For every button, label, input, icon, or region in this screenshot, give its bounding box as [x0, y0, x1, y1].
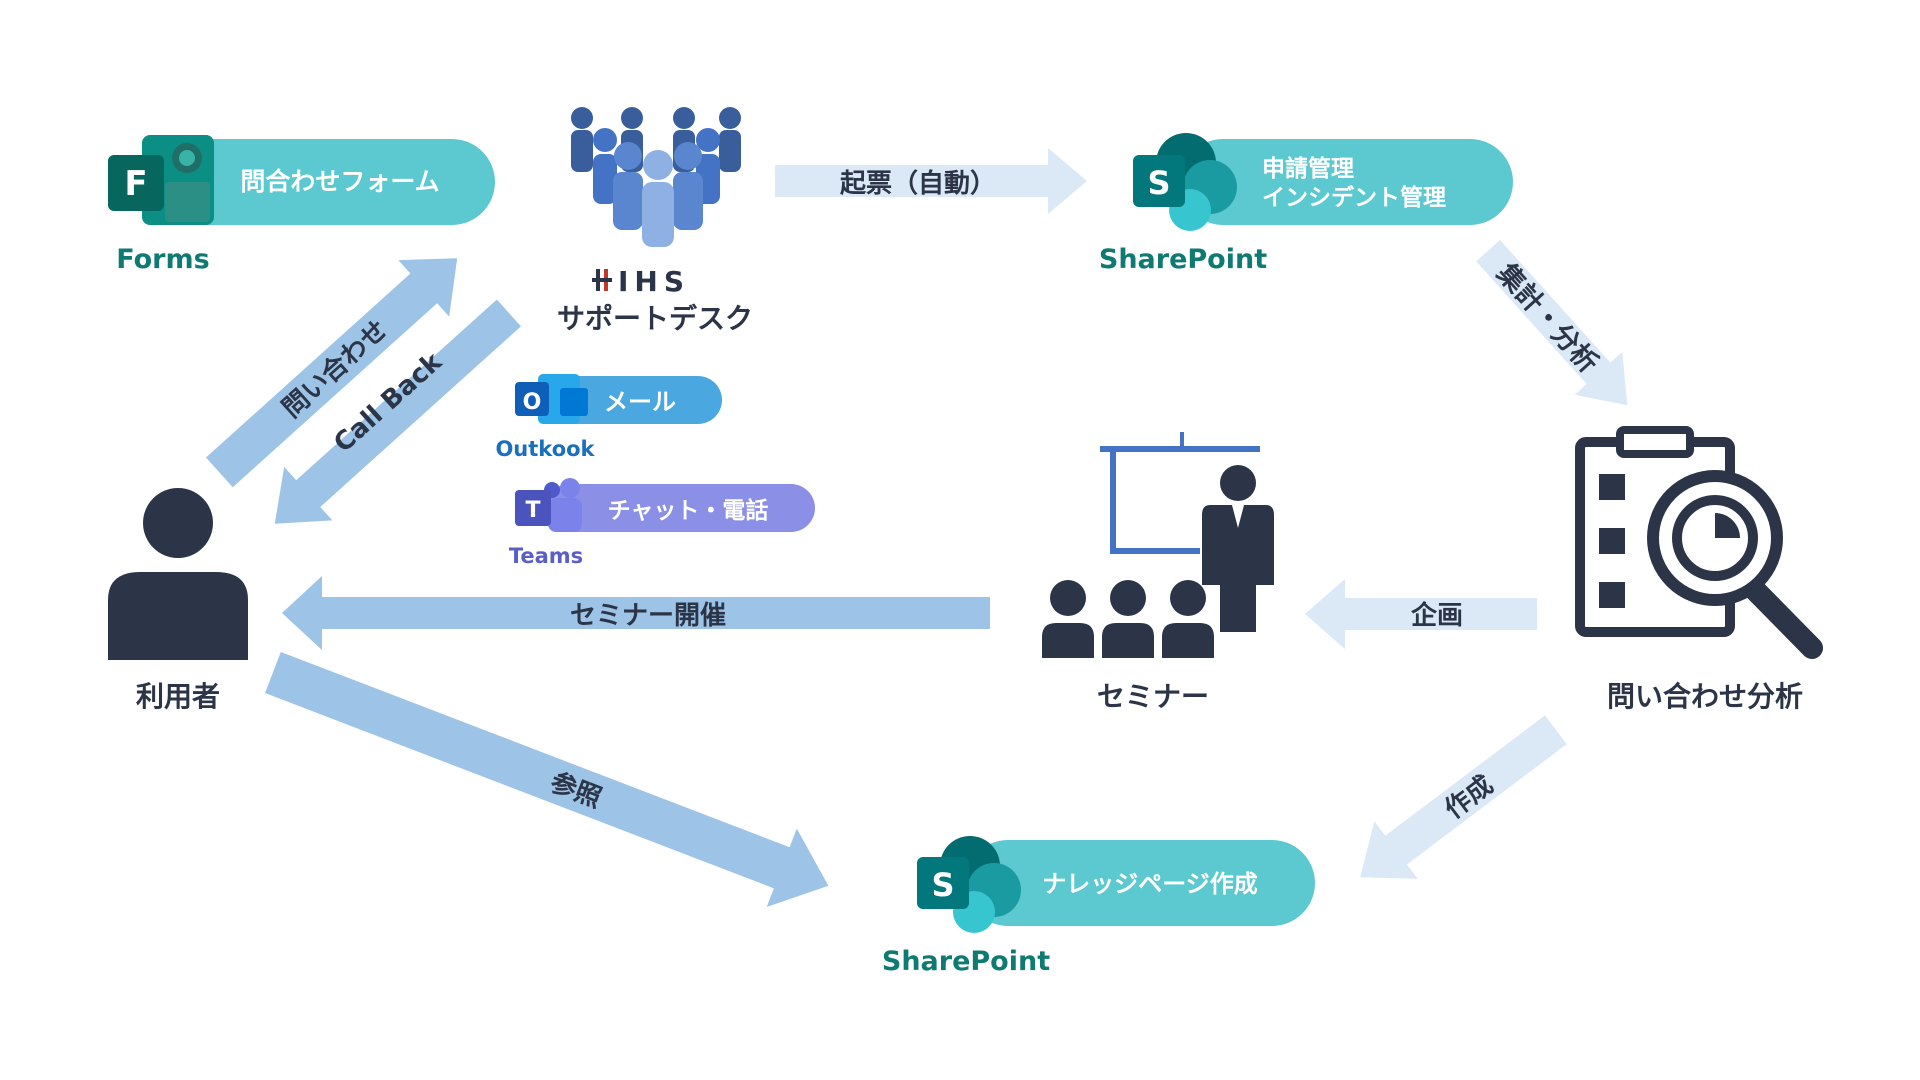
user-icon [108, 488, 248, 660]
user-label: 利用者 [136, 680, 220, 713]
sharepoint-bottom-app-name: SharePoint [882, 946, 1050, 977]
sharepoint-top-app-name: SharePoint [1099, 244, 1267, 275]
svg-text:T: T [525, 498, 540, 523]
helpdesk-node: IHS サポートデスク [557, 107, 753, 335]
svg-text:S: S [931, 866, 954, 904]
outlook-icon: O [515, 374, 588, 424]
helpdesk-title: サポートデスク [557, 302, 753, 335]
sharepoint-top-pill [1180, 139, 1513, 225]
seminar-arrow-label: セミナー開催 [570, 601, 726, 631]
sharepoint-top-pill-line1: 申請管理 [1262, 155, 1354, 182]
seminar-label: セミナー [1097, 680, 1209, 713]
forms-app-name: Forms [116, 244, 209, 275]
teams-app-name: Teams [509, 544, 583, 568]
clipboard-magnifier-icon [1575, 426, 1823, 659]
sharepoint-bottom-pill [965, 840, 1315, 926]
svg-text:S: S [1147, 164, 1170, 202]
aggregate-arrow-label: 集計・分析 [1490, 257, 1605, 379]
ticket-arrow: 起票（自動） [775, 148, 1087, 214]
ihs-logo-text: IHS [618, 265, 690, 298]
ihs-logo: IHS [592, 265, 690, 298]
sharepoint-icon: S [917, 836, 1021, 933]
ticket-arrow-label: 起票（自動） [840, 168, 996, 199]
outlook-node: メール O Outkook [495, 374, 722, 461]
sharepoint-bottom-pill-label: ナレッジページ作成 [1042, 870, 1258, 898]
analysis-label: 問い合わせ分析 [1607, 680, 1803, 713]
seminar-node: セミナー [1042, 432, 1274, 713]
forms-pill-label: 問合わせフォーム [240, 167, 439, 196]
create-arrow: 作成 [1360, 715, 1567, 879]
outlook-pill [550, 376, 722, 424]
svg-text:F: F [124, 164, 147, 204]
forms-icon: F [108, 135, 214, 225]
seminar-arrow: セミナー開催 [282, 576, 990, 650]
teams-node: チャット・電話 T Teams [509, 478, 815, 568]
plan-arrow-label: 企画 [1411, 600, 1463, 631]
people-group-icon [571, 107, 741, 247]
sharepoint-icon: S [1133, 133, 1237, 231]
sharepoint-top-pill-line2: インシデント管理 [1262, 184, 1446, 211]
outlook-app-name: Outkook [495, 437, 595, 461]
plan-arrow: 企画 [1305, 579, 1537, 649]
presentation-icon [1042, 432, 1274, 658]
user-node: 利用者 [108, 488, 248, 713]
teams-pill-label: チャット・電話 [608, 497, 769, 524]
teams-icon: T [515, 478, 582, 532]
sharepoint-top-node: 申請管理 インシデント管理 S SharePoint [1099, 133, 1513, 275]
teams-pill [545, 484, 815, 532]
aggregate-arrow: 集計・分析 [1476, 239, 1628, 406]
outlook-pill-label: メール [604, 388, 676, 416]
forms-node: 問合わせフォーム F Forms [108, 135, 495, 275]
forms-pill [165, 139, 495, 225]
sharepoint-bottom-node: ナレッジページ作成 S SharePoint [882, 836, 1315, 977]
analysis-node: 問い合わせ分析 [1575, 426, 1823, 713]
reference-arrow: 参照 [265, 651, 829, 908]
svg-text:O: O [523, 390, 542, 415]
